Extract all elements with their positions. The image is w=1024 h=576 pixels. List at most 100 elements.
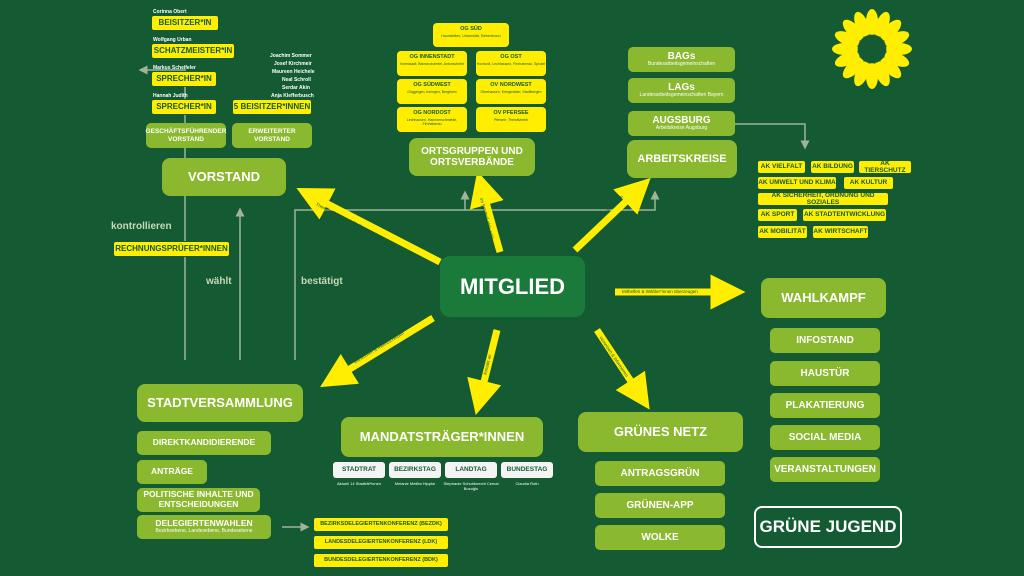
augsburg-desc: Arbeitskreise Augsburg <box>655 125 708 132</box>
og-name: OG SÜDWEST <box>413 82 451 88</box>
ak-vielfalt: AK VIELFALT <box>757 160 806 174</box>
lags-desc: Landesarbeitsgemeinschaften Bayern <box>639 92 724 99</box>
og-innenstadt: OG INNENSTADT Innenstadt, Bismarckviertel… <box>397 51 467 76</box>
arrow-og <box>469 171 504 253</box>
vorstand-box: VORSTAND <box>162 158 286 196</box>
delegiertenwahlen-label: DELEGIERTENWAHLEN <box>155 518 253 529</box>
og-name: OV NORDWEST <box>490 82 532 88</box>
ak-umwelt-und-klima: AK UMWELT UND KLIMA <box>757 176 837 190</box>
og-desc: Pfersee, Thelottviertel <box>494 118 528 122</box>
person-name: Markus Scheifeler <box>153 65 196 71</box>
gruene-jugend-logo: GRÜNE JUGEND <box>754 506 902 548</box>
haustuer-box: HAUSTÜR <box>770 361 880 386</box>
ldk-box: LANDESDELEGIERTENKONFERENZ (LDK) <box>313 535 449 550</box>
role-sprecher-2: SPRECHER*IN <box>151 99 217 115</box>
infostand-box: INFOSTAND <box>770 328 880 353</box>
og-name: OG INNENSTADT <box>409 54 455 60</box>
bezirkstag-box: BEZIRKSTAG <box>389 462 441 478</box>
bezdk-box: BEZIRKSDELEGIERTENKONFERENZ (BezDK) <box>313 517 449 532</box>
ak-sicherheit: AK SICHERHEIT, ORDNUNG UND SOZIALES <box>757 192 889 206</box>
arrow-ak <box>572 177 651 253</box>
bdk-box: BUNDESDELEGIERTENKONFERENZ (BDK) <box>313 553 449 568</box>
ak-stadtentwicklung: AK STADTENTWICKLUNG <box>802 208 887 222</box>
ak-kultur: AK KULTUR <box>843 176 894 190</box>
ak-wirtschaft: AK WIRTSCHAFT <box>812 225 869 239</box>
og-name: OG OST <box>500 54 522 60</box>
stadtrat-box: STADTRAT <box>333 462 385 478</box>
lags-label: LAGs <box>668 81 695 93</box>
arrow-vorstand <box>296 187 442 266</box>
erweiterter-vorstand: ERWEITERTER VORSTAND <box>232 123 312 148</box>
bestaetigt-label: bestätigt <box>301 276 343 287</box>
person-name: Corinna Obert <box>153 9 187 15</box>
stadtrat-names: Aktuell 14 Stadträt*innen <box>336 481 382 486</box>
augsburg-label: AUGSBURG <box>652 114 711 126</box>
landtag-box: LANDTAG <box>445 462 497 478</box>
og-name: OG SÜD <box>460 26 482 32</box>
og-suedwest: OG SÜDWEST Göggingen, Inningen, Bergheim <box>397 79 467 104</box>
ak-sport: AK SPORT <box>757 208 798 222</box>
arbeitskreise-box: ARBEITSKREISE <box>627 140 737 178</box>
bundestag-names: Claudia Roth <box>515 481 539 486</box>
og-desc: Oberhausen, Kriegshaber, Stadtbergen <box>480 90 542 94</box>
og-desc: Lechhausen, Hammerschmiede, Firnhaberau <box>406 118 458 126</box>
sunflower-logo-icon <box>832 9 912 89</box>
role-schatzmeister: SCHATZMEISTER*IN <box>151 43 235 59</box>
rechnungspruefer-box: RECHNUNGSPRÜFER*INNEN <box>113 241 230 257</box>
bundestag-box: BUNDESTAG <box>501 462 553 478</box>
antraege-box: ANTRÄGE <box>137 460 207 484</box>
arrow-label-wahlkampf: Mithelfen & Wähler*innen überzeugen <box>622 289 698 294</box>
person-name: Anja Klefferbusch <box>271 93 314 99</box>
og-sued: OG SÜD Haunstetten, Universität, Siebenbr… <box>433 23 509 47</box>
arrow-netz <box>594 328 650 410</box>
social-media-box: SOCIAL MEDIA <box>770 425 880 450</box>
person-name: Hannah Judith <box>153 93 188 99</box>
delegiertenwahlen-note: Bezirksebene, Landesebene, Bundesebene <box>155 528 253 534</box>
veranstaltungen-box: VERANSTALTUNGEN <box>770 457 880 482</box>
og-name: OV PFERSEE <box>493 110 529 116</box>
plakatierung-box: PLAKATIERUNG <box>770 393 880 418</box>
antragsgruen-box: ANTRAGSGRÜN <box>595 461 725 486</box>
ov-pfersee: OV PFERSEE Pfersee, Thelottviertel <box>476 107 546 132</box>
person-name: Josef Kirchmeir <box>274 61 312 67</box>
landtag-names: Stephanie Schuhknecht Cemal Bozoğlu <box>443 481 499 491</box>
bags-label: BAGs <box>667 50 696 62</box>
bezirkstag-names: Melanie Melitta Hippke <box>394 481 436 486</box>
arrow-mandat <box>467 329 502 415</box>
ortsgruppen-box: ORTSGRUPPEN UND ORTSVERBÄNDE <box>409 138 535 176</box>
person-name: Neal Schroll <box>282 77 311 83</box>
og-nordost: OG NORDOST Lechhausen, Hammerschmiede, Fi… <box>397 107 467 132</box>
og-desc: Göggingen, Inningen, Bergheim <box>407 90 457 94</box>
politische-inhalte-box: POLITISCHE INHALTE UND ENTSCHEIDUNGEN <box>137 488 260 512</box>
wolke-box: WOLKE <box>595 525 725 550</box>
bags-desc: Bundesarbeitsgemeinschaften <box>647 61 716 68</box>
person-name: Joachim Sommer <box>270 53 312 59</box>
geschaeftsfuehrender-vorstand: GESCHÄFTSFÜHRENDER VORSTAND <box>146 123 226 148</box>
og-desc: Innenstadt, Bismarckviertel, Antonsviert… <box>399 62 464 66</box>
person-name: Wolfgang Urban <box>153 37 192 43</box>
ov-nordwest: OV NORDWEST Oberhausen, Kriegshaber, Stad… <box>476 79 546 104</box>
role-beisitzer: BEISITZER*IN <box>151 15 219 31</box>
mitglied-center-box: MITGLIED <box>440 256 585 317</box>
og-name: OG NORDOST <box>413 110 451 116</box>
role-beisitzerinnen: 5 BEISITZER*INNEN <box>232 99 312 115</box>
person-name: Maureen Heichele <box>272 69 315 75</box>
waehlt-label: wählt <box>206 276 232 287</box>
person-name: Serdar Akin <box>282 85 310 91</box>
kontrollieren-label: kontrollieren <box>111 221 172 232</box>
direktkandidierende-box: DIREKTKANDIDIERENDE <box>137 431 271 455</box>
ak-bildung: AK BILDUNG <box>810 160 855 174</box>
og-desc: Haunstetten, Universität, Siebenbrunn <box>441 34 501 38</box>
gruenen-app-box: GRÜNEN-APP <box>595 493 725 518</box>
ak-mobilitaet: AK MOBILITÄT <box>757 225 808 239</box>
ak-tierschutz: AK TIERSCHUTZ <box>858 160 912 174</box>
mandatstraeger-box: MANDATSTRÄGER*INNEN <box>341 417 543 457</box>
gruenes-netz-box: GRÜNES NETZ <box>578 412 743 452</box>
